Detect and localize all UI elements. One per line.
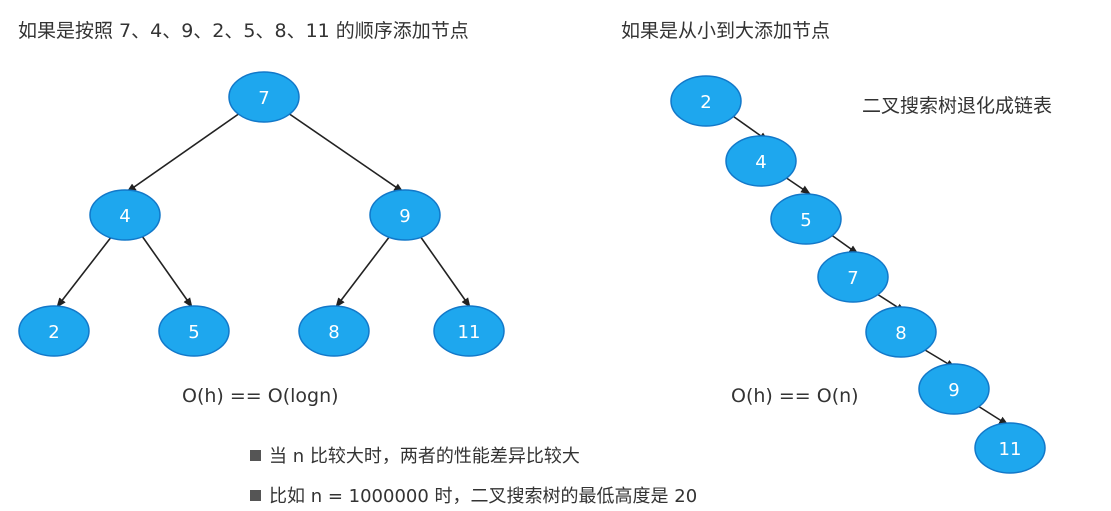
degenerate-label: 二叉搜索树退化成链表 bbox=[862, 95, 1053, 117]
chain-node-7-label: 7 bbox=[847, 268, 858, 289]
chain-node-5-label: 5 bbox=[800, 210, 811, 231]
chain-edge-5-7 bbox=[829, 233, 859, 255]
edge-9-11 bbox=[419, 235, 471, 308]
node-7: 7 bbox=[228, 71, 300, 123]
node-11-label: 11 bbox=[458, 322, 481, 343]
note-2-text: 比如 n = 1000000 时，二叉搜索树的最低高度是 20 bbox=[269, 486, 698, 507]
note-1: 当 n 比较大时，两者的性能差异比较大 bbox=[250, 442, 580, 468]
node-7-label: 7 bbox=[258, 88, 269, 109]
chain-node-5: 5 bbox=[770, 193, 842, 245]
edge-4-2 bbox=[56, 235, 113, 308]
chain-node-8: 8 bbox=[865, 306, 937, 358]
note-2: 比如 n = 1000000 时，二叉搜索树的最低高度是 20 bbox=[250, 482, 697, 508]
chain-node-4-label: 4 bbox=[755, 152, 766, 173]
node-9: 9 bbox=[369, 189, 441, 241]
right-title: 如果是从小到大添加节点 bbox=[621, 20, 831, 42]
node-11: 11 bbox=[433, 305, 505, 357]
node-4-label: 4 bbox=[119, 206, 130, 227]
bullet-square-icon bbox=[250, 450, 261, 461]
node-4: 4 bbox=[89, 189, 161, 241]
chain-node-11-label: 11 bbox=[999, 439, 1022, 460]
chain-node-2: 2 bbox=[670, 75, 742, 127]
chain-edge-4-5 bbox=[784, 176, 811, 195]
edge-7-4 bbox=[126, 112, 241, 193]
chain-node-9: 9 bbox=[918, 363, 990, 415]
chain-node-7: 7 bbox=[817, 251, 889, 303]
node-8-label: 8 bbox=[328, 322, 339, 343]
left-title: 如果是按照 7、4、9、2、5、8、11 的顺序添加节点 bbox=[18, 20, 469, 42]
node-5: 5 bbox=[158, 305, 230, 357]
bullet-square-icon bbox=[250, 490, 261, 501]
node-2: 2 bbox=[18, 305, 90, 357]
note-1-text: 当 n 比较大时，两者的性能差异比较大 bbox=[269, 446, 580, 467]
edge-4-5 bbox=[141, 235, 193, 308]
node-2-label: 2 bbox=[48, 322, 59, 343]
chain-node-9-label: 9 bbox=[948, 380, 959, 401]
edge-7-9 bbox=[287, 112, 404, 193]
edge-9-8 bbox=[335, 235, 391, 308]
chain-node-11: 11 bbox=[974, 422, 1046, 474]
left-complexity: O(h) == O(logn) bbox=[182, 385, 339, 407]
node-5-label: 5 bbox=[188, 322, 199, 343]
node-9-label: 9 bbox=[399, 206, 410, 227]
chain-node-4: 4 bbox=[725, 135, 797, 187]
chain-edge-9-11 bbox=[977, 405, 1009, 426]
chain-node-2-label: 2 bbox=[700, 92, 711, 113]
left-tree-edges bbox=[56, 112, 471, 308]
chain-node-8-label: 8 bbox=[895, 323, 906, 344]
node-8: 8 bbox=[298, 305, 370, 357]
right-complexity: O(h) == O(n) bbox=[731, 385, 859, 407]
